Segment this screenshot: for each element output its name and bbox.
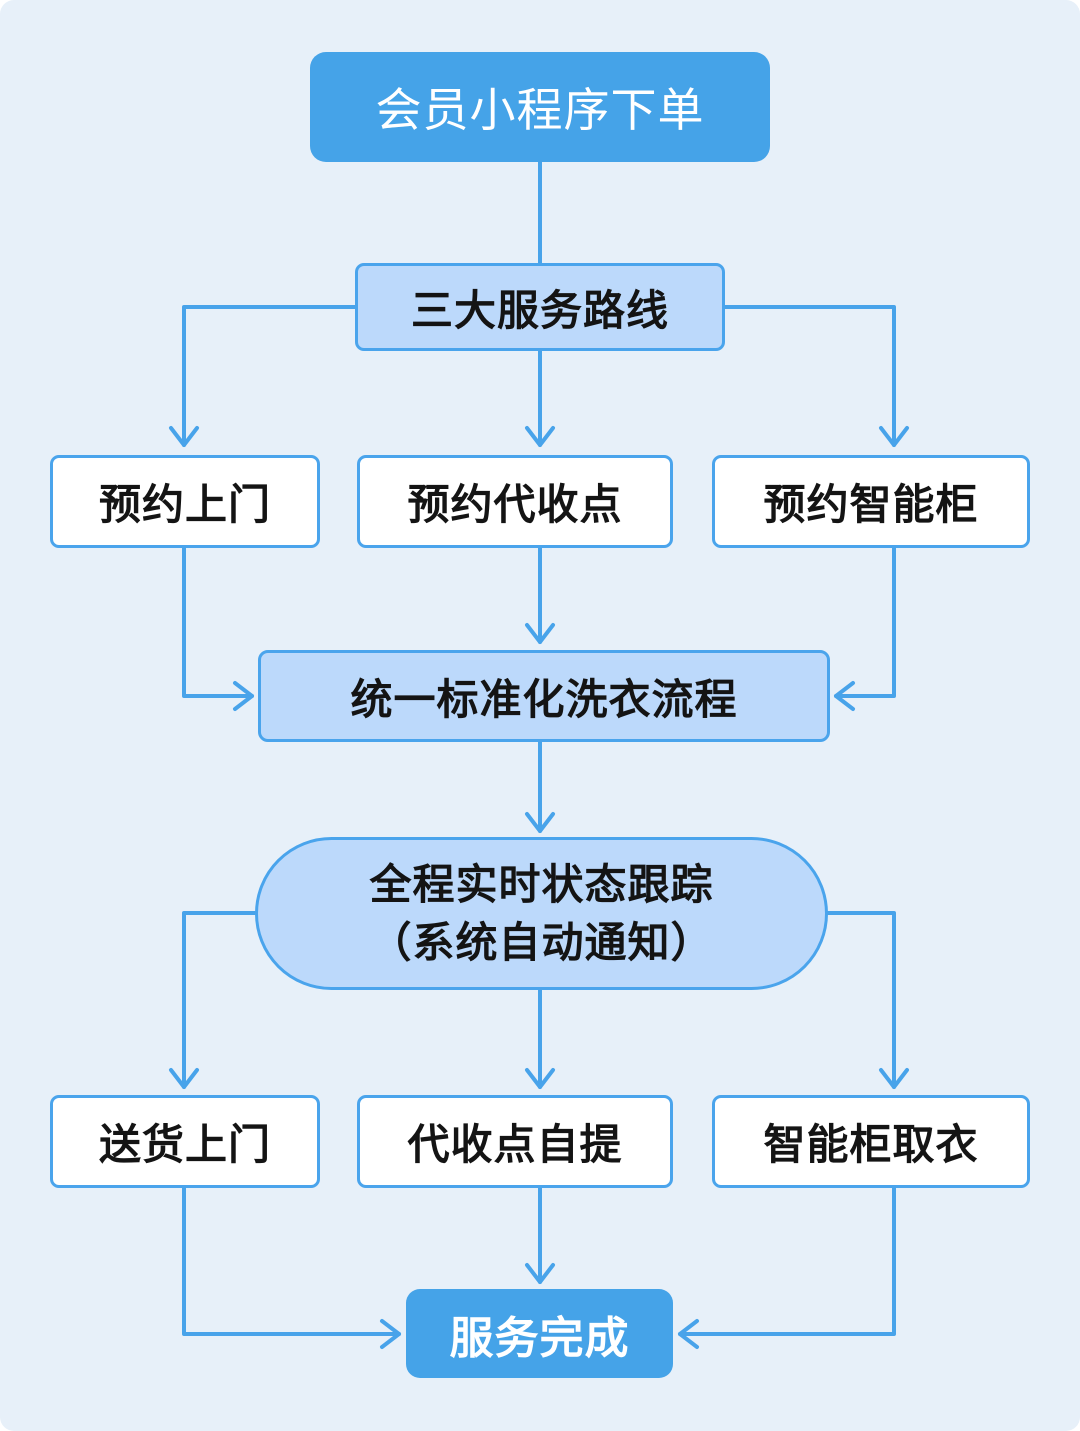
edge-reserve-home-wash	[182, 546, 254, 698]
arrowhead-right	[380, 1319, 401, 1349]
node-locker-pickup: 智能柜取衣	[712, 1095, 1030, 1188]
edge-locker-pickup-done	[678, 1186, 896, 1336]
node-reserve-dropoff: 预约代收点	[357, 455, 673, 548]
edge-track-locker-pickup	[825, 911, 896, 1089]
node-pickup-point: 代收点自提	[357, 1095, 673, 1188]
arrowhead-right	[233, 681, 254, 711]
status-tracking-line2: （系统自动通知）	[369, 918, 714, 966]
arrowhead-down	[879, 426, 909, 447]
arrowhead-left	[834, 681, 855, 711]
edge-routes-reserve-home	[182, 305, 357, 447]
node-reserve-locker: 预约智能柜	[712, 455, 1030, 548]
edge-track-deliver-home	[182, 911, 258, 1089]
node-deliver-home: 送货上门	[50, 1095, 320, 1188]
arrowhead-down	[525, 812, 555, 833]
node-service-done: 服务完成	[406, 1289, 673, 1378]
arrowhead-down	[169, 426, 199, 447]
status-tracking-line1: 全程实时状态跟踪	[369, 860, 714, 908]
arrowhead-down	[525, 623, 555, 644]
arrowhead-down	[525, 1263, 555, 1284]
arrowhead-left	[678, 1319, 699, 1349]
arrowhead-down	[525, 426, 555, 447]
node-routes: 三大服务路线	[355, 263, 725, 351]
node-wash-process: 统一标准化洗衣流程	[258, 650, 830, 742]
node-status-tracking: 全程实时状态跟踪 （系统自动通知）	[255, 837, 828, 990]
node-start: 会员小程序下单	[310, 52, 770, 162]
edge-routes-reserve-locker	[723, 305, 896, 447]
arrowhead-down	[525, 1068, 555, 1089]
edge-reserve-locker-wash	[834, 546, 896, 698]
arrowhead-down	[169, 1068, 199, 1089]
node-reserve-home: 预约上门	[50, 455, 320, 548]
edge-deliver-home-done	[182, 1186, 401, 1336]
arrowhead-down	[879, 1068, 909, 1089]
